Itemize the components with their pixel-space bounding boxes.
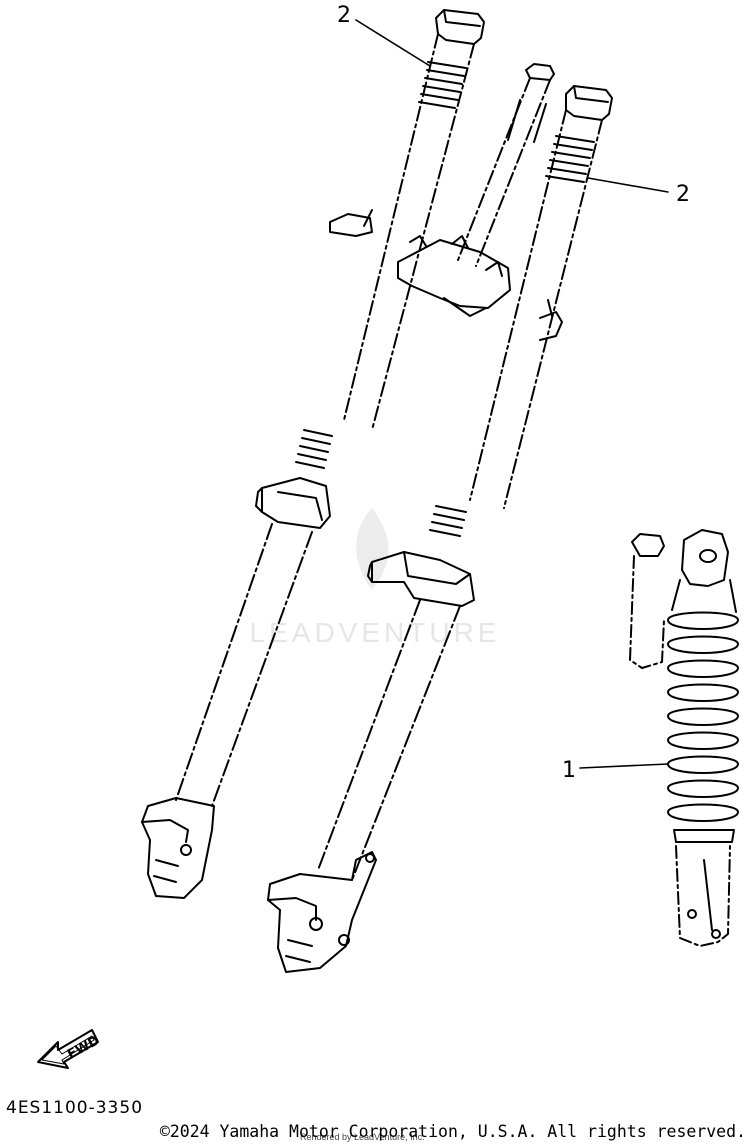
steering-stem xyxy=(457,63,555,267)
lower-crown xyxy=(397,235,563,341)
rear-shock-absorber xyxy=(629,529,739,947)
diagram-code: 4ES1100-3350 xyxy=(6,1098,144,1118)
watermark-flame-icon xyxy=(356,508,389,590)
copyright-notice: ©2024 Yamaha Motor Corporation, U.S.A. A… xyxy=(159,1122,746,1141)
watermark-text: LEADVENTURE xyxy=(250,617,501,648)
leader-line-1 xyxy=(579,763,669,769)
fwd-label: FWD xyxy=(65,1033,102,1062)
front-fork-right xyxy=(267,85,613,973)
callout-number-shock: 1 xyxy=(562,758,576,783)
fwd-arrow-icon xyxy=(37,1029,99,1069)
callout-number-right-fork: 2 xyxy=(676,182,690,207)
leader-line-2-right xyxy=(587,177,669,193)
upper-crown xyxy=(329,209,373,237)
rendered-by-note: Rendered by LeadVenture, Inc. xyxy=(300,1132,425,1142)
callout-number-left-fork: 2 xyxy=(337,3,351,28)
watermark: LEADVENTURE xyxy=(250,508,501,648)
leader-line-2-left xyxy=(355,19,431,67)
front-fork-left xyxy=(141,9,485,899)
